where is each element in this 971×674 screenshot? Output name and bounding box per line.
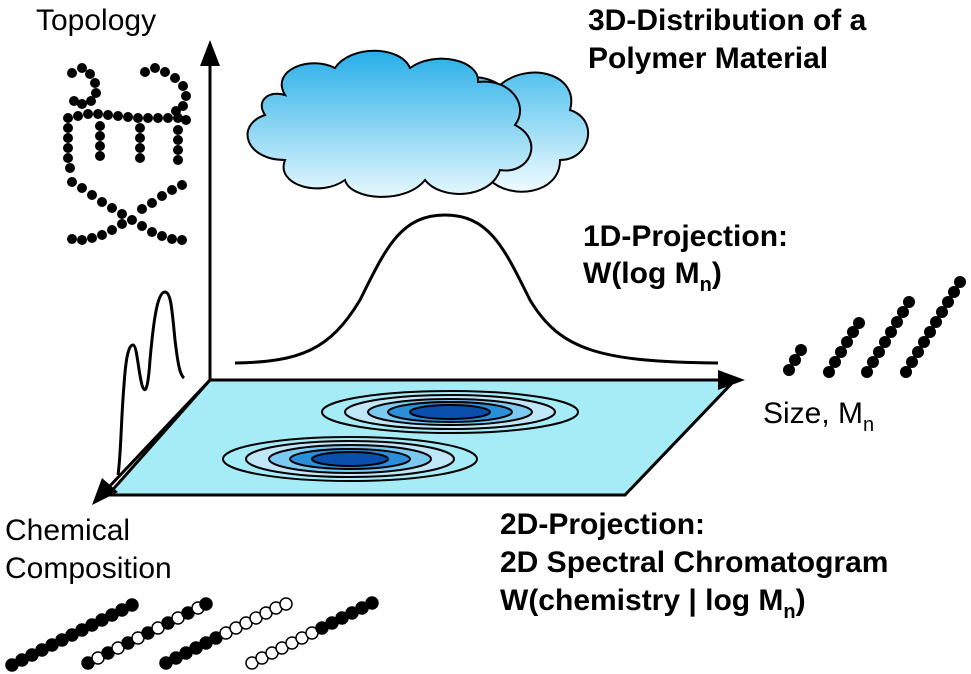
contour-spot-upper xyxy=(321,390,579,434)
3d-distribution-cloud xyxy=(246,49,589,198)
size-axis-label: Size, Mn xyxy=(763,397,874,436)
size-chain-icons xyxy=(783,276,966,378)
composition-chain-icons xyxy=(5,596,379,672)
2d-projection-title-line3: W(chemistry | log Mn) xyxy=(500,584,806,623)
topology-molecule-icons xyxy=(63,63,191,245)
topology-axis xyxy=(200,40,220,380)
contour-spot-lower xyxy=(222,436,478,482)
composition-distribution-curve xyxy=(116,290,186,476)
composition-axis-label-line1: Chemical xyxy=(5,514,130,547)
topology-axis-label: Topology xyxy=(36,4,156,37)
3d-distribution-title-line1: 3D-Distribution of a xyxy=(588,4,867,37)
1d-projection-title-line1: 1D-Projection: xyxy=(583,220,788,253)
composition-axis xyxy=(92,378,212,505)
3d-distribution-title-line2: Polymer Material xyxy=(588,42,828,75)
size-distribution-curve xyxy=(234,213,719,365)
1d-projection-title-line2: W(log Mn) xyxy=(583,257,722,296)
2d-projection-title-line2: 2D Spectral Chromatogram xyxy=(500,546,888,579)
size-axis xyxy=(210,370,745,390)
composition-axis-label-line2: Composition xyxy=(5,552,172,585)
2d-projection-title-line1: 2D-Projection: xyxy=(500,508,705,541)
